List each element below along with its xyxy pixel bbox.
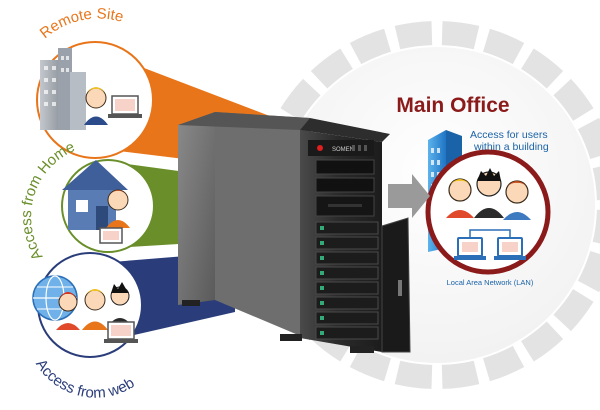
gear-segment <box>280 78 321 121</box>
drive-led-icon <box>320 271 324 275</box>
remote-site-label: Remote Site <box>37 5 126 42</box>
drive-led-icon <box>320 241 324 245</box>
gear-segment <box>592 209 600 244</box>
drive-bay <box>315 236 379 250</box>
house-icon <box>62 160 128 230</box>
gear-segment <box>577 117 600 159</box>
city-buildings-icon <box>40 48 86 130</box>
access-text-line1: Access for users <box>470 129 548 141</box>
gear-segment <box>521 48 564 89</box>
home-user-icon <box>106 189 130 228</box>
gear-segment <box>441 360 480 389</box>
hot-swap-bays <box>315 221 379 340</box>
lan-label: Local Area Network (LAN) <box>447 278 534 287</box>
remote-laptop-icon <box>108 95 142 118</box>
gear-segment <box>553 78 594 121</box>
gear-segment <box>394 21 433 50</box>
server-tower: SOMEN <box>178 112 411 353</box>
power-led-icon <box>317 145 323 151</box>
drive-led-icon <box>320 256 324 260</box>
gear-segment <box>441 21 480 50</box>
drive-led-icon <box>320 226 324 230</box>
main-office-title: Main Office <box>396 94 509 117</box>
gear-segment <box>592 166 600 201</box>
web-laptop-icon <box>104 321 138 343</box>
web-access-label: Access from web <box>32 356 137 402</box>
web-access-node <box>32 252 143 358</box>
gear-segment <box>483 28 525 65</box>
gear-segment <box>394 360 433 389</box>
gear-segment <box>310 48 353 89</box>
remote-site-node <box>36 41 154 159</box>
server-door <box>381 217 411 353</box>
gear-segment <box>349 345 391 382</box>
office-users <box>446 168 531 220</box>
gear-segment <box>483 345 525 382</box>
drive-bay <box>315 281 379 295</box>
gear-segment <box>521 321 564 362</box>
gear-segment <box>349 28 391 65</box>
drive-bay <box>315 266 379 280</box>
drive-bay <box>315 251 379 265</box>
drive-bay <box>315 296 379 310</box>
drive-led-icon <box>320 316 324 320</box>
drive-led-icon <box>320 286 324 290</box>
drive-led-icon <box>320 331 324 335</box>
drive-bay <box>315 311 379 325</box>
web-users-icon <box>56 282 132 330</box>
home-laptop-icon <box>99 227 123 244</box>
drive-led-icon <box>320 301 324 305</box>
server-to-office-arrow <box>388 174 430 218</box>
remote-site-label-text: Remote Site <box>37 5 126 42</box>
drive-bay <box>315 221 379 235</box>
drive-bay <box>315 326 379 340</box>
web-access-label-text: Access from web <box>32 356 137 402</box>
remote-user-icon <box>84 87 108 125</box>
home-access-node <box>61 159 155 253</box>
gear-segment <box>553 289 594 332</box>
gear-segment <box>577 251 600 293</box>
server-brand: SOMEN <box>332 147 354 153</box>
lan-computers <box>454 229 526 260</box>
